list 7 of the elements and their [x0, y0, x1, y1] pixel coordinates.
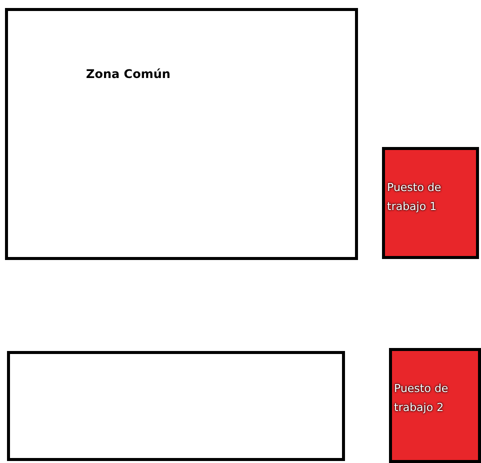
area-box: [5, 8, 358, 260]
area-box: [7, 351, 345, 461]
workstation-label: Puesto de trabajo 2: [394, 381, 450, 416]
workstation-box: [382, 147, 479, 259]
workstation-label: Puesto de trabajo 1: [387, 180, 442, 215]
area-label: Zona Común: [86, 67, 170, 81]
workstation-box: [389, 348, 481, 463]
